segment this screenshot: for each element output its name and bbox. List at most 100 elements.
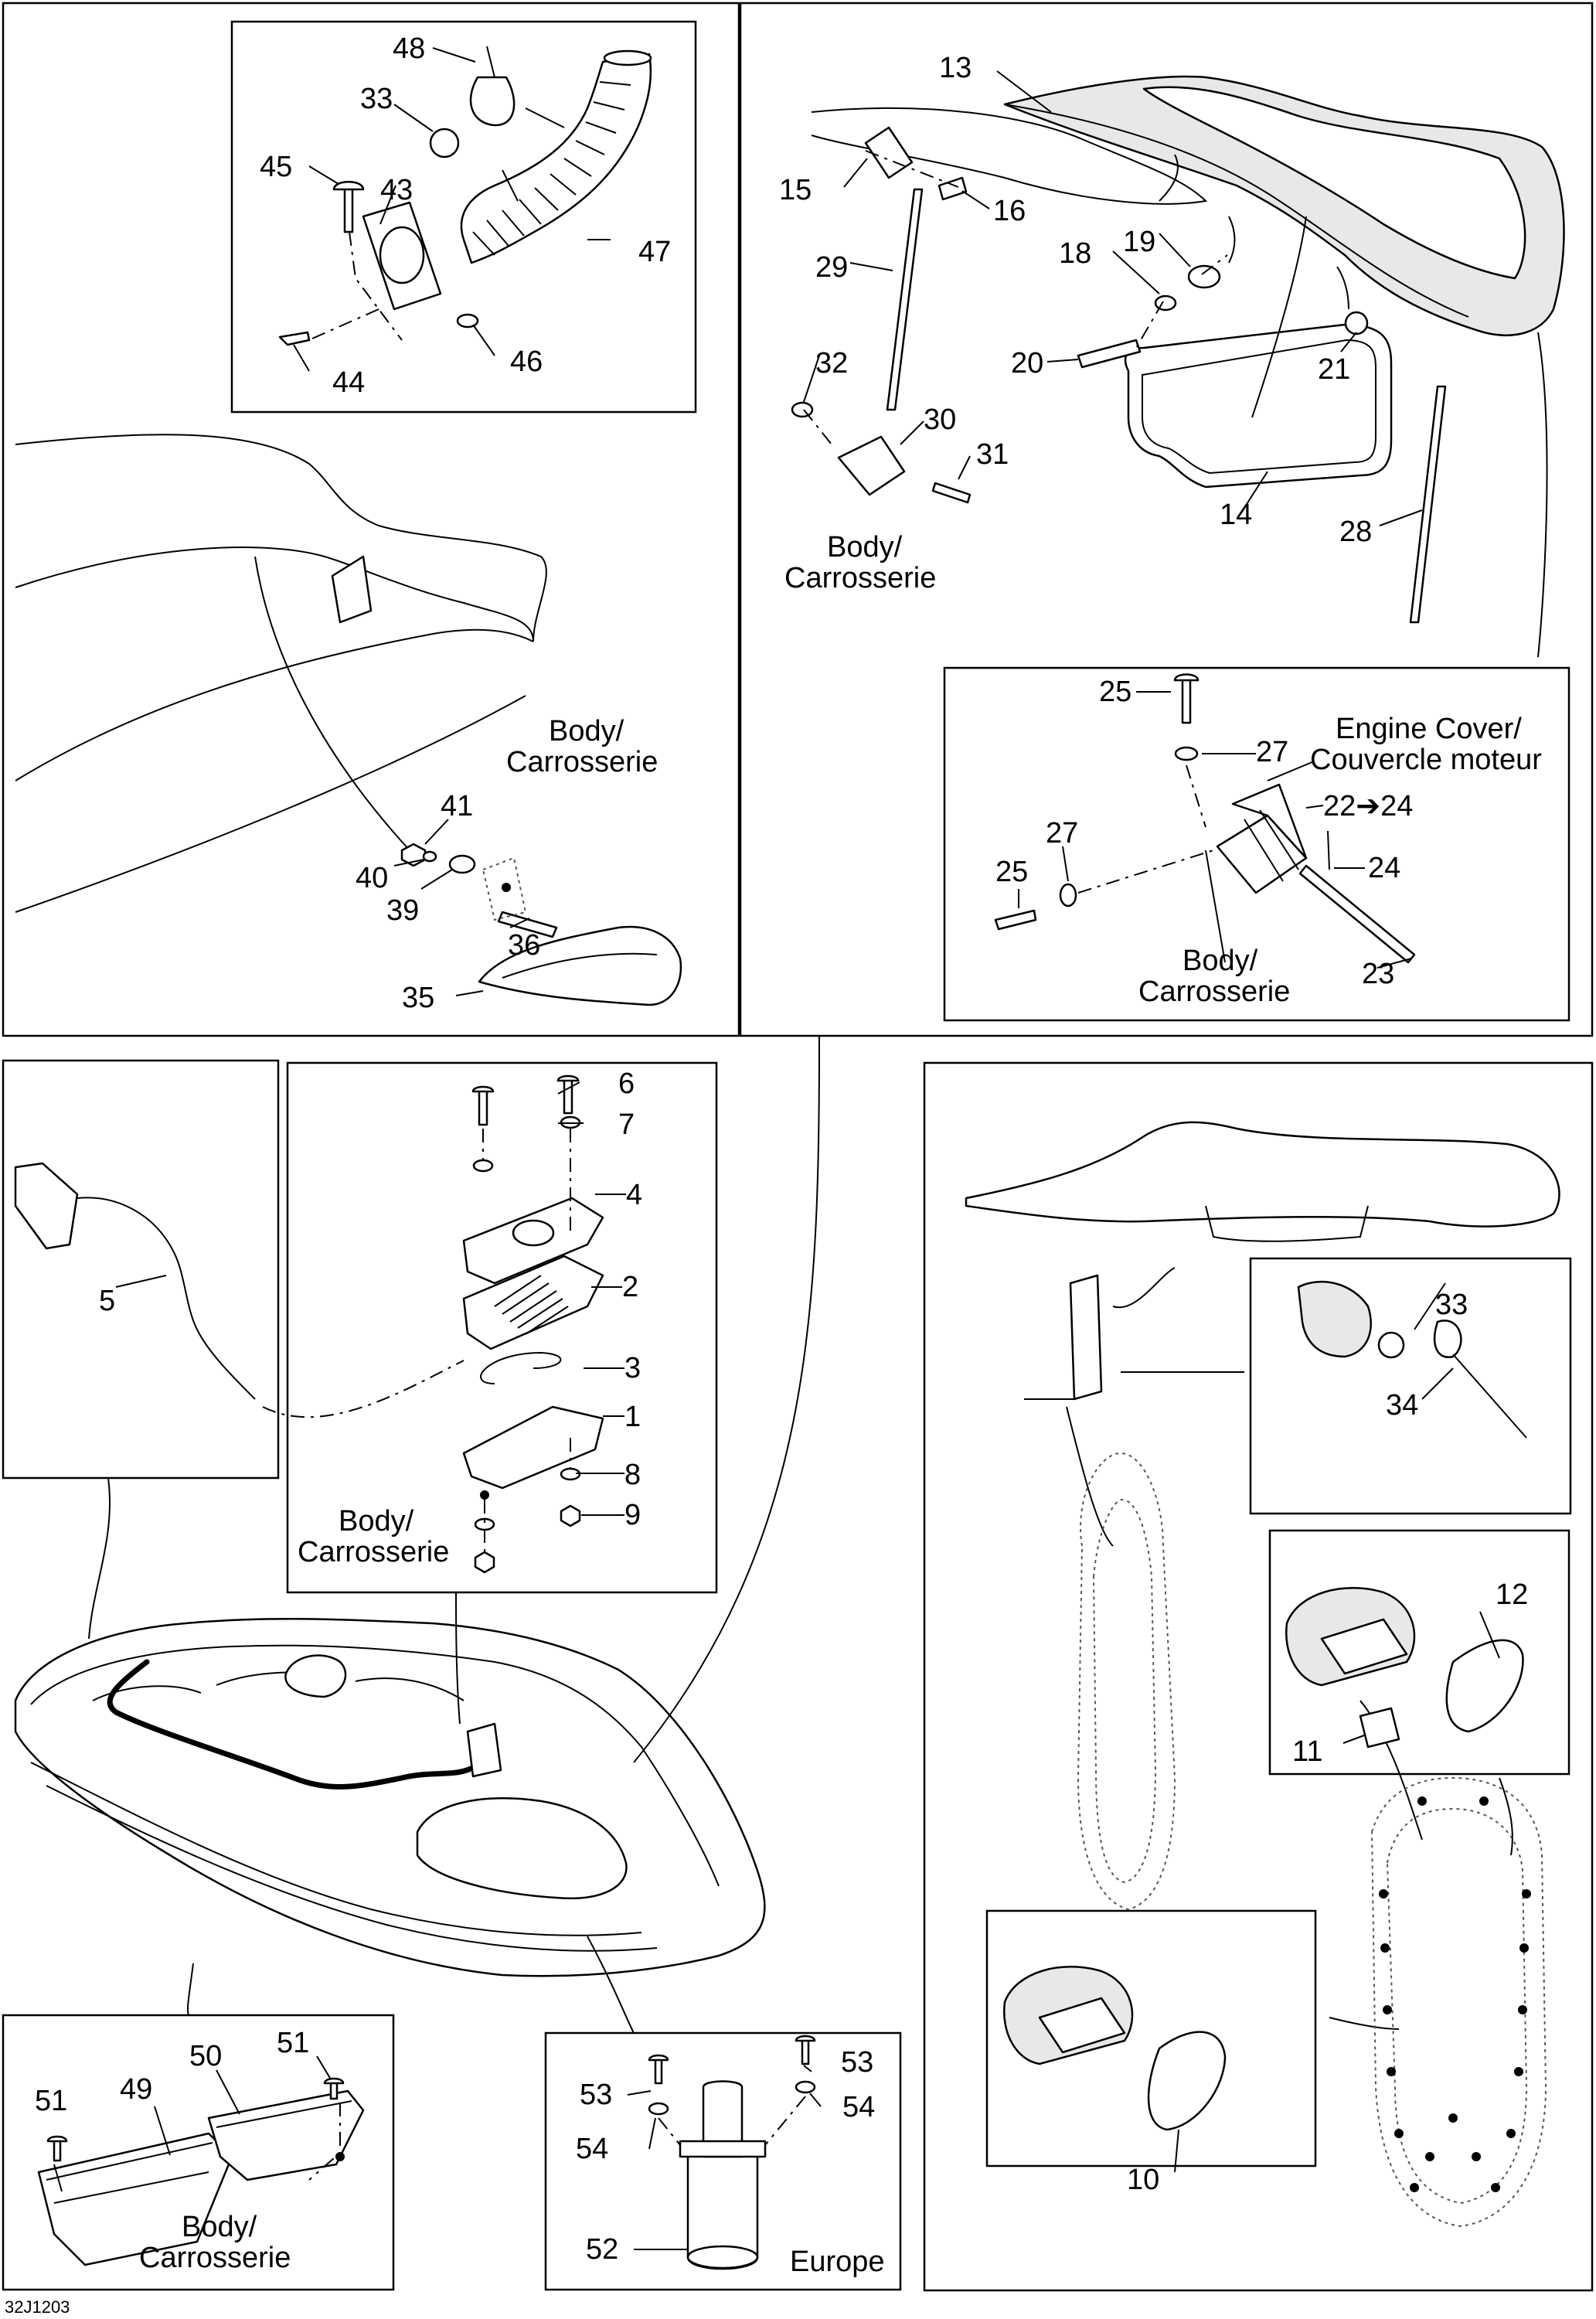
callout-leaders: [53, 47, 1500, 2250]
washer-39: [448, 854, 476, 874]
callout-10: 10: [1127, 2164, 1159, 2196]
cable-tie-34-tail: [1452, 1354, 1527, 1439]
frame-tie-inset-10: [985, 1909, 1317, 2167]
extinguisher-dash-lines: [658, 2096, 806, 2146]
engine-bay-opening: [416, 1797, 628, 1899]
extinguisher-bracket: [679, 2140, 767, 2158]
tray-49: [37, 2132, 233, 2266]
cover-4-hole: [512, 1219, 555, 1247]
callout-1: 1: [624, 1401, 641, 1433]
hinge-knuckles: [1244, 809, 1299, 882]
clip-11: [1359, 1707, 1400, 1749]
callout-39: 39: [386, 894, 419, 927]
callout-21: 21: [1318, 353, 1350, 386]
callout-9: 9: [624, 1499, 641, 1531]
pin-31: [931, 482, 972, 504]
body-label-tray-1: Body/: [182, 2211, 257, 2243]
callout-18: 18: [1059, 237, 1091, 270]
body-label-top-left-1: Body/: [549, 715, 624, 747]
body-pointer-curve: [254, 556, 410, 851]
gas-spring-28: [1409, 385, 1447, 624]
callout-53-right: 53: [841, 2046, 873, 2079]
bolt-20: [1077, 339, 1142, 369]
frame-hinge-inset: [943, 666, 1570, 1022]
screw-45: [332, 181, 365, 233]
vent-opening: [331, 555, 373, 624]
frame-right-bottom: [923, 1061, 1594, 2292]
callout-44: 44: [332, 366, 365, 399]
screw-53-right: [795, 2035, 816, 2065]
callout-24: 24: [1368, 852, 1400, 884]
tray-body-point: [335, 2152, 345, 2161]
callout-48: 48: [393, 32, 425, 65]
callout-35: 35: [402, 982, 434, 1014]
frame-cable-inset: [2, 1059, 280, 1480]
hull-plan-views: [1077, 1452, 1547, 2228]
callout-47: 47: [638, 236, 671, 268]
spring-36: [497, 911, 558, 938]
tray-dash-line: [308, 2103, 341, 2181]
base-1: [462, 1405, 604, 1490]
seat-side-contour: [15, 547, 534, 642]
nut-9-left: [474, 1551, 495, 1574]
washer-46: [456, 313, 479, 329]
vent-arrows: [502, 107, 565, 202]
hull-deck-contour: [811, 107, 1208, 205]
callout-46: 46: [510, 346, 543, 378]
tie-inset-12: [1285, 1587, 1524, 1749]
fire-extinguisher-group: [648, 2035, 816, 2270]
vent-hose-ribs: [472, 81, 631, 256]
shift-cable-dash: [262, 1360, 465, 1418]
engine-cover-label-1: Engine Cover/: [1336, 713, 1522, 745]
cable-tie-10: [1147, 2031, 1227, 2131]
vent-dash-lines: [311, 231, 403, 341]
engine-cover-label-2: Couvercle moteur: [1310, 744, 1542, 776]
nut-41: [400, 843, 427, 867]
gas-spring-29: [886, 188, 924, 411]
callout-16: 16: [993, 195, 1026, 227]
bracket-side-detail: [1069, 1274, 1103, 1401]
tie-inset-34: [1297, 1280, 1527, 1439]
callout-19: 19: [1123, 226, 1155, 258]
engine-cover-assembly: [791, 75, 1565, 658]
tray-50-rim: [216, 2100, 352, 2128]
shifter-cable-group: [14, 1074, 604, 1574]
callout-33-inset: 33: [1435, 1289, 1468, 1321]
callout-33-vent: 33: [360, 83, 393, 115]
callout-15: 15: [779, 174, 812, 206]
screw-51-left: [46, 2135, 68, 2162]
vent-hose-end: [603, 49, 652, 66]
screw-44: [278, 331, 311, 346]
bracket-10-mount: [1038, 1997, 1126, 2054]
callout-41: 41: [441, 790, 473, 822]
callout-52: 52: [586, 2233, 618, 2266]
boat-chine: [30, 1762, 642, 1936]
washer-32: [791, 401, 814, 418]
callout-4: 4: [626, 1179, 642, 1211]
callout-13: 13: [939, 52, 972, 84]
body-label-hinge-1: Body/: [1183, 945, 1258, 977]
side-view-lower: [1205, 1205, 1369, 1242]
callout-32: 32: [815, 347, 848, 380]
body-label-shifter-1: Body/: [339, 1505, 414, 1537]
frame-shifter-inset: [286, 1061, 718, 1594]
engine-cover-rim: [1004, 104, 1469, 318]
shift-lever-knob: [14, 1162, 79, 1250]
extinguisher-52-end: [686, 2245, 759, 2270]
callout-45: 45: [260, 151, 292, 183]
gasket-14: [1124, 323, 1393, 489]
callout-53-left: 53: [580, 2079, 612, 2111]
callout-5: 5: [99, 1285, 115, 1317]
tray-49-rim: [46, 2142, 213, 2204]
washer-19: [1187, 264, 1221, 289]
step-handle-35: [478, 925, 682, 1006]
callout-3: 3: [624, 1352, 641, 1384]
body-label-shifter-2: Carrosserie: [298, 1536, 449, 1568]
storage-trays: [37, 2077, 365, 2266]
bolt-16: [938, 176, 968, 201]
screw-53-left: [648, 2054, 669, 2085]
cable-tie-34: [1433, 1320, 1462, 1359]
drawing-id-caption: 32J1203: [5, 2297, 70, 2317]
